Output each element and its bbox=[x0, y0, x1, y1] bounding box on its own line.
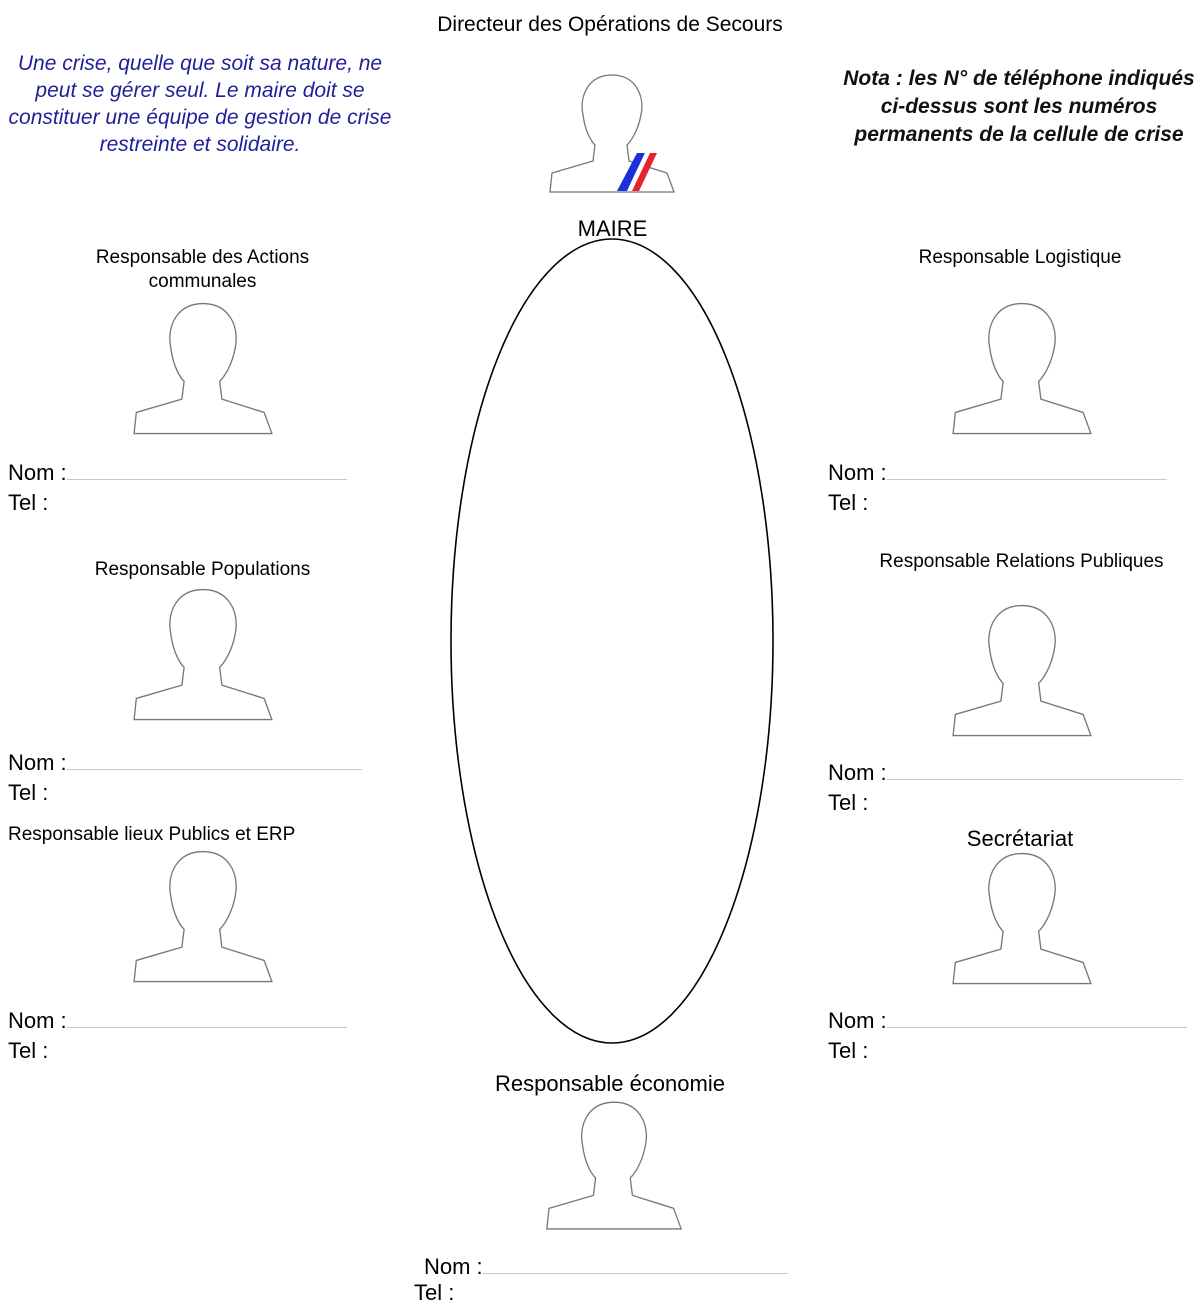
person-icon-secretariat bbox=[952, 852, 1092, 985]
nom-field-secretariat[interactable]: Nom : bbox=[828, 1006, 1187, 1036]
nom-line bbox=[886, 1007, 1187, 1028]
role-label-logistique: Responsable Logistique bbox=[918, 247, 1122, 268]
nom-field-erp[interactable]: Nom : bbox=[8, 1006, 347, 1036]
person-icon-populations bbox=[133, 588, 273, 721]
person-icon-erp bbox=[133, 850, 273, 983]
intro-note: Une crise, quelle que soit sa nature, ne… bbox=[8, 52, 392, 156]
nom-line bbox=[66, 459, 347, 480]
nom-label: Nom : bbox=[828, 760, 887, 785]
crisis-table-ellipse bbox=[450, 238, 774, 1044]
tel-label: Tel : bbox=[8, 1038, 49, 1063]
tel-label: Tel : bbox=[414, 1280, 455, 1305]
tel-label: Tel : bbox=[828, 790, 869, 815]
role-label-relations: Responsable Relations Publiques bbox=[879, 551, 1164, 572]
tel-field-economie[interactable]: Tel : bbox=[414, 1278, 454, 1308]
nom-line bbox=[482, 1253, 788, 1274]
nom-line bbox=[66, 749, 362, 770]
nom-label: Nom : bbox=[424, 1254, 483, 1279]
tel-label: Tel : bbox=[828, 490, 869, 515]
person-icon-actions bbox=[133, 302, 273, 435]
nom-field-logistique[interactable]: Nom : bbox=[828, 458, 1167, 488]
nom-label: Nom : bbox=[8, 750, 67, 775]
tel-field-logistique[interactable]: Tel : bbox=[828, 488, 868, 518]
nom-label: Nom : bbox=[8, 1008, 67, 1033]
role-label-economie: Responsable économie bbox=[495, 1071, 725, 1096]
role-label-secretariat: Secrétariat bbox=[966, 826, 1074, 851]
tel-label: Tel : bbox=[828, 1038, 869, 1063]
tel-field-populations[interactable]: Tel : bbox=[8, 778, 48, 808]
nom-field-actions[interactable]: Nom : bbox=[8, 458, 347, 488]
nom-field-relations[interactable]: Nom : bbox=[828, 758, 1182, 788]
nom-label: Nom : bbox=[828, 460, 887, 485]
role-label-erp: Responsable lieux Publics et ERP bbox=[8, 824, 296, 845]
tel-field-erp[interactable]: Tel : bbox=[8, 1036, 48, 1066]
tel-field-actions[interactable]: Tel : bbox=[8, 488, 48, 518]
nom-line bbox=[886, 759, 1182, 780]
person-icon-logistique bbox=[952, 302, 1092, 435]
mayor-avatar-icon bbox=[549, 74, 675, 193]
nom-line bbox=[886, 459, 1167, 480]
nom-field-economie[interactable]: Nom : bbox=[424, 1252, 788, 1282]
person-icon-economie bbox=[546, 1101, 683, 1230]
tel-field-secretariat[interactable]: Tel : bbox=[828, 1036, 868, 1066]
person-icon-relations bbox=[952, 604, 1092, 737]
nom-line bbox=[66, 1007, 347, 1028]
role-label-actions: Responsable des Actions communales bbox=[95, 247, 310, 292]
phone-note: Nota : les N° de téléphone indiqués ci-d… bbox=[843, 67, 1195, 146]
tel-label: Tel : bbox=[8, 780, 49, 805]
tel-field-relations[interactable]: Tel : bbox=[828, 788, 868, 818]
tel-label: Tel : bbox=[8, 490, 49, 515]
nom-label: Nom : bbox=[8, 460, 67, 485]
role-label-populations: Responsable Populations bbox=[94, 559, 311, 580]
mayor-caption: MAIRE bbox=[577, 216, 648, 241]
nom-label: Nom : bbox=[828, 1008, 887, 1033]
director-title: Directeur des Opérations de Secours bbox=[437, 13, 783, 36]
nom-field-populations[interactable]: Nom : bbox=[8, 748, 362, 778]
